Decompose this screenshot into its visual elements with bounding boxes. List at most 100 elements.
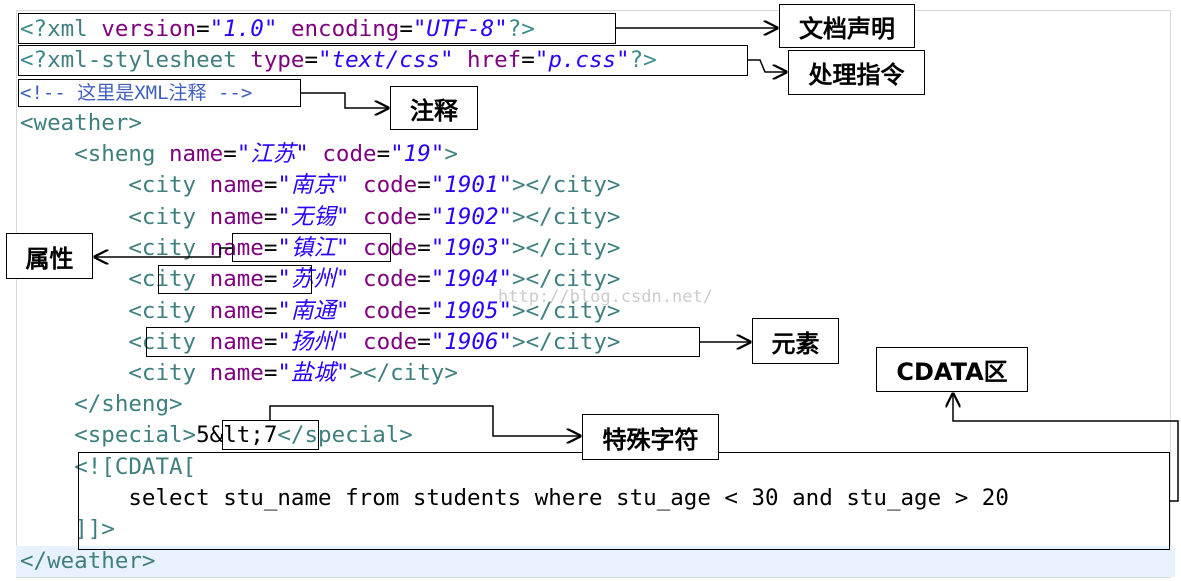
code-line-city-last: <city name="盐城"></city> <box>128 360 458 386</box>
frame-attribute-link <box>158 265 312 294</box>
code-line-declaration: <?xml version="1.0" encoding="UTF-8"?> <box>20 16 535 42</box>
city-tag: city <box>141 329 197 355</box>
code-line-cdata-close: ]]> <box>20 514 115 545</box>
decl-value-version: "1.0" <box>209 16 278 42</box>
city-attr-code: code <box>363 204 418 230</box>
city-tag: city <box>141 204 197 230</box>
watermark: http://blog.csdn.net/ <box>498 287 713 307</box>
decl-attr-version: version <box>101 16 197 42</box>
pi-value-type: "text/css" <box>318 47 454 73</box>
sheng-attr-name: name <box>169 141 224 167</box>
city-close-tag: city <box>552 172 607 198</box>
city-attr-name: name <box>209 172 264 198</box>
code-line-city: <city name="镇江" code="1903"></city> <box>128 235 621 261</box>
city-tag: city <box>141 235 197 261</box>
frame-declaration <box>18 13 616 44</box>
decl-value-encoding: "UTF-8" <box>412 16 508 42</box>
city-attr-name: name <box>209 329 264 355</box>
city-attr-name: name <box>209 204 264 230</box>
sheng-value-code: "19" <box>390 141 445 167</box>
city-tag: city <box>141 172 197 198</box>
decl-attr-encoding: encoding <box>290 16 400 42</box>
label-element: 元素 <box>752 318 839 364</box>
city-value-name: "苏州" <box>277 266 350 292</box>
code-line-comment: <!-- 这里是XML注释 --> <box>20 77 252 108</box>
cdata-body: select stu_name from students where stu_… <box>128 485 1009 511</box>
sheng-tag: sheng <box>87 141 156 167</box>
cdata-close: ]]> <box>74 516 115 542</box>
city-attr-code: code <box>363 298 418 324</box>
code-line-city: <city name="南京" code="1901"></city> <box>128 172 621 198</box>
code-line-city: <city name="扬州" code="1906"></city> <box>128 329 621 355</box>
code-line-instruction: <?xml-stylesheet type="text/css" href="p… <box>20 47 657 73</box>
code-line-cdata-body: select stu_name from students where stu_… <box>20 483 1009 514</box>
code-line-special: <special>5&lt;7</special> <box>20 420 413 451</box>
pi-attr-type: type <box>250 47 305 73</box>
city-value-code: "1901" <box>430 172 513 198</box>
code-line-cdata-open: <![CDATA[ <box>20 452 196 483</box>
city-attr-name: name <box>209 360 264 386</box>
sheng-attr-code: code <box>322 141 377 167</box>
label-cdata: CDATA区 <box>876 347 1028 392</box>
city-tag: city <box>141 298 197 324</box>
city-value-name: "盐城" <box>277 360 350 386</box>
pi-attr-href: href <box>467 47 522 73</box>
frame-instruction <box>18 45 748 76</box>
decl-open: <? <box>20 16 48 42</box>
xml-comment: <!-- 这里是XML注释 --> <box>20 82 253 104</box>
pi-value-href: "p.css" <box>534 47 630 73</box>
city-attr-code: code <box>363 329 418 355</box>
city-tag: city <box>141 360 197 386</box>
city-value-name: "扬州" <box>277 329 350 355</box>
code-line-sheng-close: </sheng> <box>20 389 183 420</box>
decl-close: ?> <box>507 16 535 42</box>
city-attr-name: name <box>209 266 264 292</box>
sheng-close-tag: </sheng> <box>74 391 183 417</box>
code-line-weather-open: <weather> <box>20 108 142 139</box>
city-value-code: "1904" <box>430 266 513 292</box>
frame-element <box>146 327 700 357</box>
editor-frame <box>16 10 1171 578</box>
cdata-open: <![CDATA[ <box>74 454 197 480</box>
city-close-tag: city <box>552 266 607 292</box>
city-close-tag: city <box>552 329 607 355</box>
weather-close-tag: </weather> <box>20 548 156 574</box>
city-attr-code: code <box>363 266 418 292</box>
city-value-code: "1905" <box>430 298 513 324</box>
label-attribute: 属性 <box>6 233 93 279</box>
special-text: 5&lt;7 <box>196 422 278 448</box>
frame-special-char <box>222 420 319 450</box>
label-declaration: 文档声明 <box>779 4 915 48</box>
code-line-city: <city name="南通" code="1905"></city> <box>128 298 621 324</box>
code-line-sheng-open: <sheng name="江苏" code="19"> <box>74 141 458 167</box>
label-instruction: 处理指令 <box>788 50 925 95</box>
city-attr-name: name <box>209 298 264 324</box>
city-tag: city <box>141 266 197 292</box>
city-value-code: "1906" <box>430 329 513 355</box>
city-close-tag: city <box>552 235 607 261</box>
city-value-code: "1903" <box>430 235 513 261</box>
frame-comment <box>18 79 301 107</box>
pi-name: xml-stylesheet <box>47 47 237 73</box>
city-close-tag: city <box>390 360 445 386</box>
city-value-name: "南京" <box>277 172 350 198</box>
label-comment: 注释 <box>390 86 478 130</box>
city-value-name: "无锡" <box>277 204 350 230</box>
city-value-code: "1902" <box>430 204 513 230</box>
code-line-city: <city name="无锡" code="1902"></city> <box>128 204 621 230</box>
pi-open: <? <box>20 47 48 73</box>
code-line-weather-close: </weather> <box>16 546 1175 577</box>
frame-attribute <box>232 233 391 262</box>
label-special-char: 特殊字符 <box>582 414 719 460</box>
code-line-city: <city name="苏州" code="1904"></city> <box>128 266 621 292</box>
weather-open-tag: <weather> <box>20 110 142 136</box>
sheng-value-name: "江苏" <box>236 141 309 167</box>
city-close-tag: city <box>552 298 607 324</box>
city-attr-code: code <box>363 172 418 198</box>
decl-name: xml <box>47 16 88 42</box>
special-open-tag: <special> <box>74 422 197 448</box>
city-value-name: "镇江" <box>277 235 350 261</box>
city-close-tag: city <box>552 204 607 230</box>
city-value-name: "南通" <box>277 298 350 324</box>
